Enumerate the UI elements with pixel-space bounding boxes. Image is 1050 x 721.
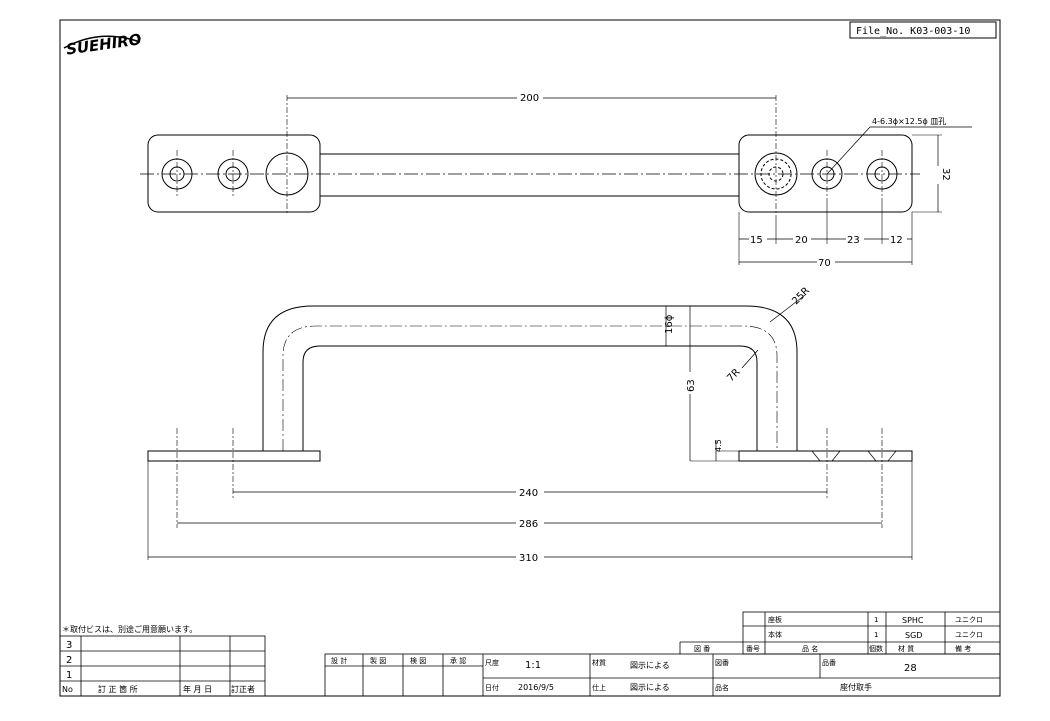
svg-text:検 図: 検 図 bbox=[410, 656, 426, 665]
dim-310: 310 bbox=[519, 553, 538, 564]
revision-table-text: 3 2 1 No 訂 正 箇 所 年 月 日 訂正者 bbox=[62, 640, 255, 694]
svg-text:ユニクロ: ユニクロ bbox=[955, 631, 983, 639]
drawing-border bbox=[59, 19, 1001, 697]
dim-23: 23 bbox=[847, 235, 860, 246]
left-plate-side bbox=[147, 450, 321, 462]
svg-text:図 番: 図 番 bbox=[694, 645, 710, 653]
svg-text:2: 2 bbox=[66, 655, 72, 666]
dim-63: 63 bbox=[686, 379, 697, 392]
mounting-note: ＊取付ビスは、別途ご用意願います。 bbox=[62, 624, 197, 634]
right-base-plate bbox=[738, 134, 913, 213]
dim-200: 200 bbox=[520, 93, 539, 104]
svg-text:図示による: 図示による bbox=[630, 661, 670, 670]
svg-text:設 計: 設 計 bbox=[331, 656, 347, 665]
title-block-text: 設 計 製 図 検 図 承 認 尺度 1:1 日付 2016/9/5 材質 図示… bbox=[331, 656, 917, 692]
svg-text:日付: 日付 bbox=[485, 683, 499, 692]
file-number-box: File_No. K03-003-10 bbox=[849, 21, 997, 39]
svg-text:No: No bbox=[62, 685, 73, 694]
right-plate-side bbox=[738, 450, 913, 462]
left-base-plate bbox=[147, 134, 321, 213]
top-view-labels: 200 4-6.3ϕ×12.5ϕ 皿孔 32 15 20 23 12 70 bbox=[517, 91, 951, 269]
svg-text:図番: 図番 bbox=[715, 659, 729, 667]
svg-text:尺度: 尺度 bbox=[485, 658, 499, 667]
svg-text:SGD: SGD bbox=[905, 631, 922, 640]
svg-text:材 質: 材 質 bbox=[898, 644, 914, 653]
svg-text:本体: 本体 bbox=[768, 630, 782, 639]
svg-text:3: 3 bbox=[66, 640, 72, 651]
front-view-labels: 16ϕ 63 4.5 25R 7R 240 286 310 bbox=[516, 285, 812, 564]
svg-text:年 月 日: 年 月 日 bbox=[183, 684, 212, 694]
svg-text:座付取手: 座付取手 bbox=[840, 682, 872, 692]
dim-25r: 25R bbox=[790, 285, 812, 307]
revision-table bbox=[59, 635, 266, 697]
suehiro-logo: SUEHIRO bbox=[63, 30, 143, 59]
svg-text:2016/9/5: 2016/9/5 bbox=[518, 683, 554, 692]
dim-4-5: 4.5 bbox=[714, 439, 723, 452]
dim-286: 286 bbox=[519, 519, 538, 530]
svg-text:File_No. K03-003-10: File_No. K03-003-10 bbox=[856, 26, 970, 37]
svg-text:1: 1 bbox=[66, 670, 72, 681]
hole-callout: 4-6.3ϕ×12.5ϕ 皿孔 bbox=[872, 117, 946, 126]
svg-text:訂正者: 訂正者 bbox=[231, 684, 255, 694]
svg-text:SPHC: SPHC bbox=[902, 616, 924, 625]
top-view bbox=[140, 95, 972, 265]
svg-text:品名: 品名 bbox=[715, 683, 729, 692]
svg-text:承 認: 承 認 bbox=[450, 656, 466, 665]
dim-7r: 7R bbox=[725, 367, 742, 384]
svg-text:ユニクロ: ユニクロ bbox=[955, 616, 983, 624]
svg-text:1: 1 bbox=[874, 631, 878, 639]
svg-text:SUEHIRO: SUEHIRO bbox=[65, 30, 143, 58]
dim-20: 20 bbox=[795, 235, 808, 246]
svg-text:1: 1 bbox=[874, 616, 878, 624]
svg-text:訂 正 箇 所: 訂 正 箇 所 bbox=[98, 684, 138, 694]
svg-text:品番: 品番 bbox=[822, 659, 836, 667]
svg-text:製 図: 製 図 bbox=[370, 656, 386, 665]
svg-text:備 考: 備 考 bbox=[955, 644, 971, 653]
svg-text:28: 28 bbox=[904, 663, 917, 674]
svg-text:番号: 番号 bbox=[746, 645, 760, 653]
svg-text:図示による: 図示による bbox=[630, 683, 670, 692]
title-block bbox=[324, 611, 1001, 697]
svg-text:個数: 個数 bbox=[869, 644, 883, 653]
svg-text:品 名: 品 名 bbox=[802, 644, 818, 653]
dim-240: 240 bbox=[519, 488, 538, 499]
dim-70: 70 bbox=[818, 258, 831, 269]
dim-32: 32 bbox=[940, 168, 951, 181]
svg-text:座板: 座板 bbox=[768, 615, 782, 624]
dim-16phi: 16ϕ bbox=[664, 314, 675, 334]
svg-text:材質: 材質 bbox=[592, 658, 606, 667]
dim-12: 12 bbox=[890, 235, 903, 246]
parts-list-text: 図 番 番号 品 名 個数 材 質 備 考 座板 1 SPHC ユニクロ 本体 … bbox=[694, 615, 983, 653]
dim-15: 15 bbox=[750, 235, 763, 246]
svg-text:仕上: 仕上 bbox=[592, 683, 606, 692]
svg-text:1:1: 1:1 bbox=[525, 660, 541, 671]
